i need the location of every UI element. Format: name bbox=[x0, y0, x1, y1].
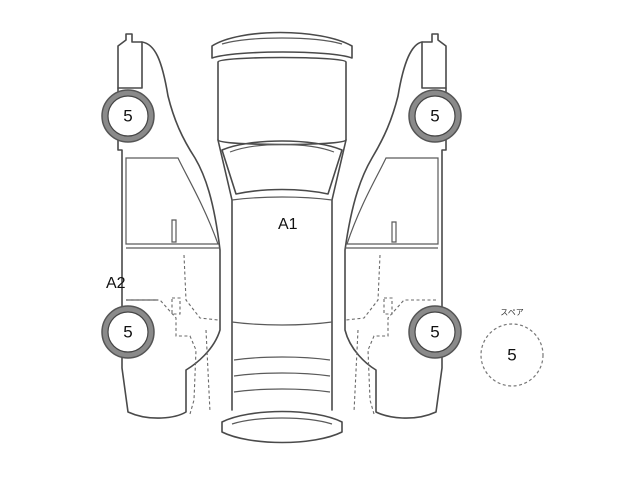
tire-rear-right: 5 bbox=[408, 305, 462, 359]
tire-front-left: 5 bbox=[101, 89, 155, 143]
damage-mark-a1: A1 bbox=[278, 216, 298, 233]
tire-front-right: 5 bbox=[408, 89, 462, 143]
right-side-view bbox=[344, 33, 447, 419]
top-view bbox=[211, 31, 353, 444]
tire-rear-right-value: 5 bbox=[430, 323, 439, 342]
tire-rear-left-value: 5 bbox=[123, 323, 132, 342]
left-side-view bbox=[117, 33, 221, 419]
spare-tire-label: スペア bbox=[500, 308, 523, 317]
spare-tire: スペア 5 bbox=[480, 308, 544, 387]
spare-tire-value: 5 bbox=[507, 346, 516, 365]
tire-rear-left: 5 bbox=[101, 305, 155, 359]
damage-mark-a2: A2 bbox=[106, 275, 126, 292]
tire-front-right-value: 5 bbox=[430, 107, 439, 126]
tire-front-left-value: 5 bbox=[123, 107, 132, 126]
